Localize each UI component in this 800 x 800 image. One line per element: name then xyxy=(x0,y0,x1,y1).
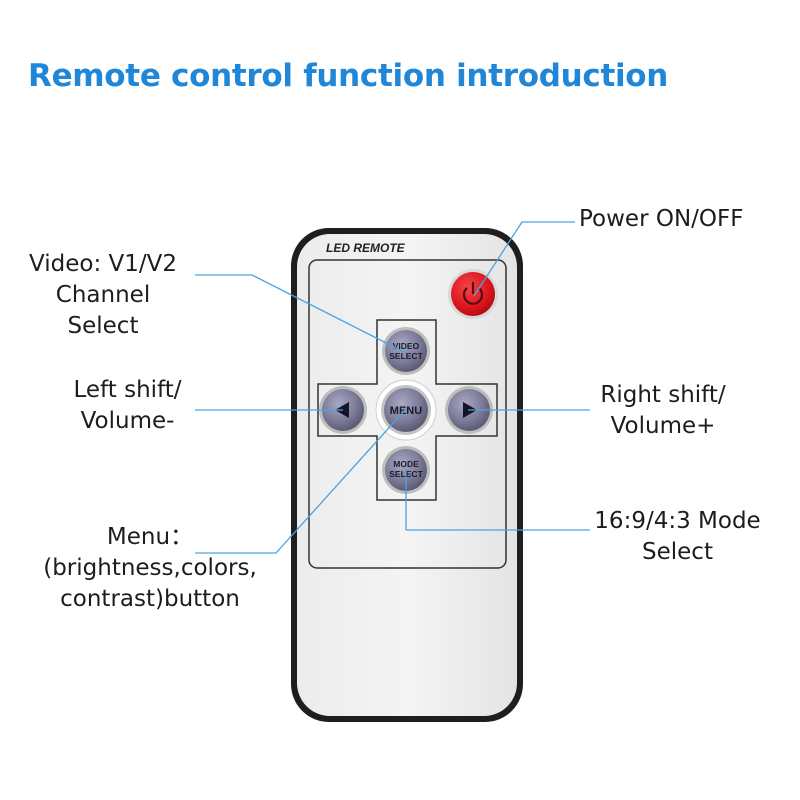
label-left: Left shift/ Volume- xyxy=(73,377,182,434)
remote-brand-label: LED REMOTE xyxy=(326,241,406,255)
power-button[interactable] xyxy=(448,269,498,319)
label-right: Right shift/ Volume+ xyxy=(600,382,726,439)
callout-power xyxy=(473,221,575,297)
callout-mode xyxy=(405,470,590,531)
callout-menu xyxy=(195,409,406,554)
label-video: Video: V1/V2 Channel Select xyxy=(29,251,177,339)
label-mode: 16:9/4:3 Mode Select xyxy=(594,508,761,565)
page-title: Remote control function introduction xyxy=(28,58,669,94)
video-select-button[interactable]: VIDEO SELECT xyxy=(382,327,430,375)
label-menu: Menu： (brightness,colors, contrast)butto… xyxy=(43,524,257,612)
power-icon xyxy=(462,281,484,305)
label-power: Power ON/OFF xyxy=(579,206,744,232)
dpad-outline xyxy=(317,319,498,501)
menu-button-label: MENU xyxy=(390,405,422,417)
remote-panel xyxy=(308,259,507,569)
menu-button[interactable]: MENU xyxy=(375,379,437,441)
video-select-line2: SELECT xyxy=(389,351,423,361)
video-select-line1: VIDEO xyxy=(393,341,420,351)
callout-video xyxy=(195,274,405,353)
mode-select-line1: MODE xyxy=(393,459,419,469)
